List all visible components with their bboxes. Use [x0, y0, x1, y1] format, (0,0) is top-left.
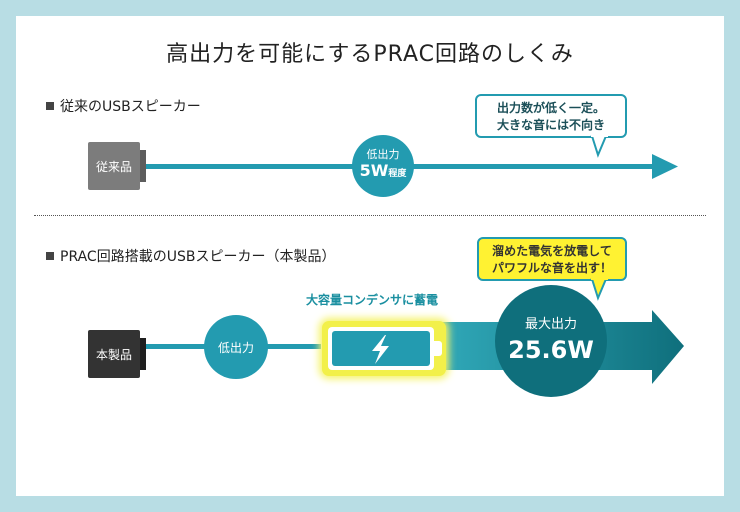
lightning-icon [372, 335, 389, 364]
page-title: 高出力を可能にするPRAC回路のしくみ [166, 42, 574, 67]
low-output-circle-product: 低出力 [204, 315, 268, 379]
battery-terminal [434, 341, 442, 356]
bubble1-tail [590, 132, 608, 158]
bullet-square-icon [46, 252, 54, 260]
product-callout-bubble: 溜めた電気を放電して パワフルな音を出す！ [477, 237, 627, 281]
diagram-card: 高出力を可能にするPRAC回路のしくみ 従来のUSBスピーカー 従来品 低出力 … [16, 16, 724, 496]
conventional-device: 従来品 [88, 142, 146, 190]
conventional-callout-bubble: 出力数が低く一定。 大きな音には不向き [475, 94, 627, 138]
section-label-conventional: 従来のUSBスピーカー [46, 96, 201, 116]
max-output-circle: 最大出力 25.6W [495, 285, 607, 397]
section-label-prac: PRAC回路搭載のUSBスピーカー（本製品） [46, 246, 335, 266]
section-divider [34, 215, 706, 216]
device-connector [140, 338, 146, 370]
bullet-square-icon [46, 102, 54, 110]
capacitor-battery [322, 321, 446, 376]
low-output-circle-conventional: 低出力 5W程度 [352, 135, 414, 197]
capacitor-label: 大容量コンデンサに蓄電 [306, 293, 439, 307]
conventional-arrowhead [652, 154, 678, 179]
bubble2-tail [590, 275, 608, 301]
product-device: 本製品 [88, 330, 146, 378]
output-value: 5W程度 [359, 161, 407, 180]
device-connector [140, 150, 146, 182]
